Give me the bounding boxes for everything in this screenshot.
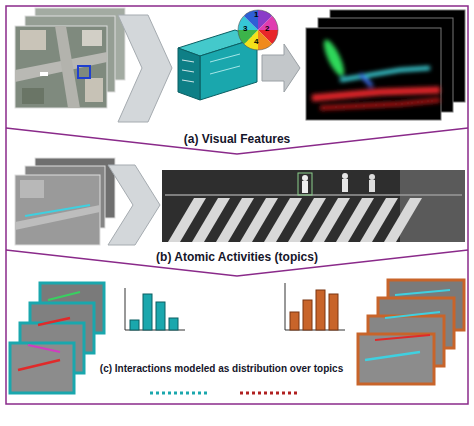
wheel-number: 3	[243, 25, 247, 33]
feature-cube	[178, 30, 257, 100]
panel-caption: (a) Visual Features	[6, 132, 468, 146]
topic-bar-chart	[125, 288, 185, 330]
outer-frame	[6, 6, 468, 404]
wheel-number: 2	[265, 25, 269, 33]
flow-arrow	[118, 15, 172, 122]
orange-image-stack	[358, 280, 464, 384]
aerial-image-stack	[15, 8, 125, 108]
wheel-number: 4	[254, 38, 258, 46]
wheel-number: 1	[254, 11, 258, 19]
panel-band: (b) Atomic Activities (topics)	[6, 150, 468, 273]
flow-arrow	[108, 165, 160, 245]
ellipsis-line	[240, 392, 300, 395]
direction-wheel	[238, 10, 278, 50]
flow-arrow	[262, 44, 300, 92]
chevron-divider	[6, 128, 468, 154]
panel-caption: (c) Interactions modeled as distribution…	[88, 363, 355, 374]
panel-band: (c) Interactions modeled as distribution…	[6, 273, 468, 404]
gray-image-stack	[15, 158, 115, 245]
panel-caption: (b) Atomic Activities (topics)	[6, 250, 468, 264]
topic-bar-chart	[285, 283, 345, 330]
chevron-divider	[6, 250, 468, 276]
flow-image-stack	[306, 10, 465, 120]
ellipsis-line	[150, 392, 210, 395]
panel-band: (a) Visual Features	[6, 6, 468, 150]
crosswalk-image	[162, 170, 465, 242]
teal-image-stack	[10, 283, 104, 393]
